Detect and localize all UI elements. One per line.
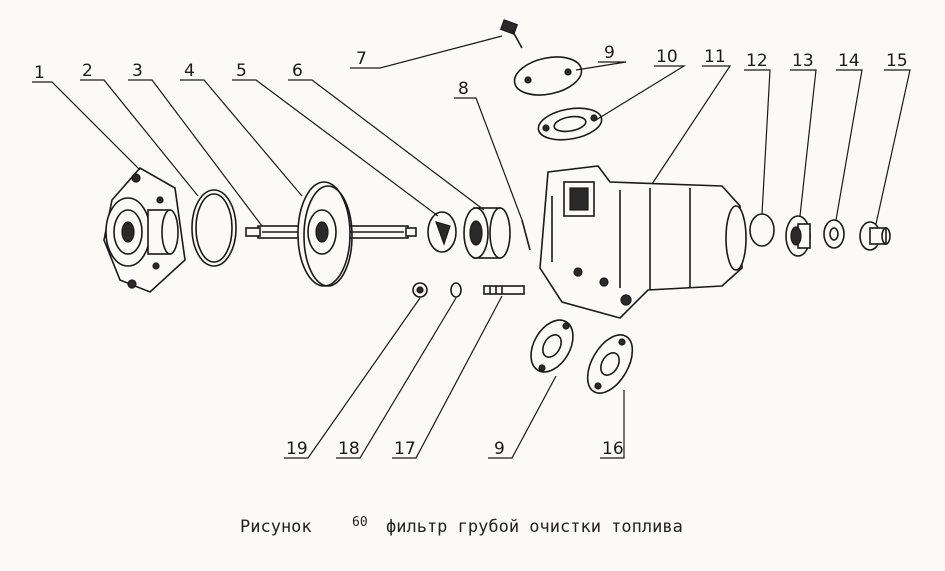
part-7-bolt <box>499 19 523 49</box>
part-16-gasket <box>586 334 634 394</box>
part-17-stud <box>483 285 525 295</box>
callout-3: 3 <box>132 61 143 81</box>
part-14-washer <box>823 219 845 249</box>
part-1-flange <box>103 166 186 293</box>
part-19-nut <box>412 282 428 298</box>
part-13-plug <box>785 215 811 257</box>
part-18-washer <box>450 282 462 298</box>
callout-14: 14 <box>838 51 860 71</box>
callout-2: 2 <box>82 61 93 81</box>
callout-5: 5 <box>236 61 247 81</box>
part-11-filter-body <box>539 165 747 319</box>
callout-13: 13 <box>792 51 814 71</box>
callout-15: 15 <box>886 51 908 71</box>
part-5-washer <box>427 211 457 253</box>
callout-8: 8 <box>458 79 469 99</box>
part-8-pin <box>521 219 531 251</box>
caption-title: фильтр грубой очистки топлива <box>386 517 683 537</box>
part-2-o-ring <box>191 189 237 267</box>
leader-lines <box>32 35 911 459</box>
callout-9-top: 9 <box>604 43 615 63</box>
callout-10: 10 <box>656 47 678 67</box>
part-15-drain-plug <box>859 221 891 251</box>
callout-12: 12 <box>746 51 768 71</box>
callout-1: 1 <box>34 63 45 83</box>
callout-6: 6 <box>292 61 303 81</box>
part-10-gasket <box>537 107 603 141</box>
callout-16: 16 <box>602 439 624 459</box>
callout-4: 4 <box>184 61 195 81</box>
caption-word: Рисунок <box>240 517 312 537</box>
figure-caption: Рисунок 60 фильтр грубой очистки топлива <box>240 515 683 537</box>
callout-19: 19 <box>286 439 308 459</box>
callout-9-bottom: 9 <box>494 439 505 459</box>
callout-18: 18 <box>338 439 360 459</box>
callout-7: 7 <box>356 49 367 69</box>
part-6-nut <box>463 207 511 259</box>
part-12-ring <box>749 213 775 247</box>
part-9-cover-plate-top <box>513 56 583 96</box>
caption-number: 60 <box>352 515 368 530</box>
part-4-disc <box>297 181 353 287</box>
callout-11: 11 <box>704 47 726 67</box>
callout-numbers: 1 2 3 4 5 6 7 8 9 10 11 12 13 14 15 19 1… <box>34 43 908 459</box>
part-9-cover-plate-bottom <box>530 319 574 373</box>
callout-17: 17 <box>394 439 416 459</box>
